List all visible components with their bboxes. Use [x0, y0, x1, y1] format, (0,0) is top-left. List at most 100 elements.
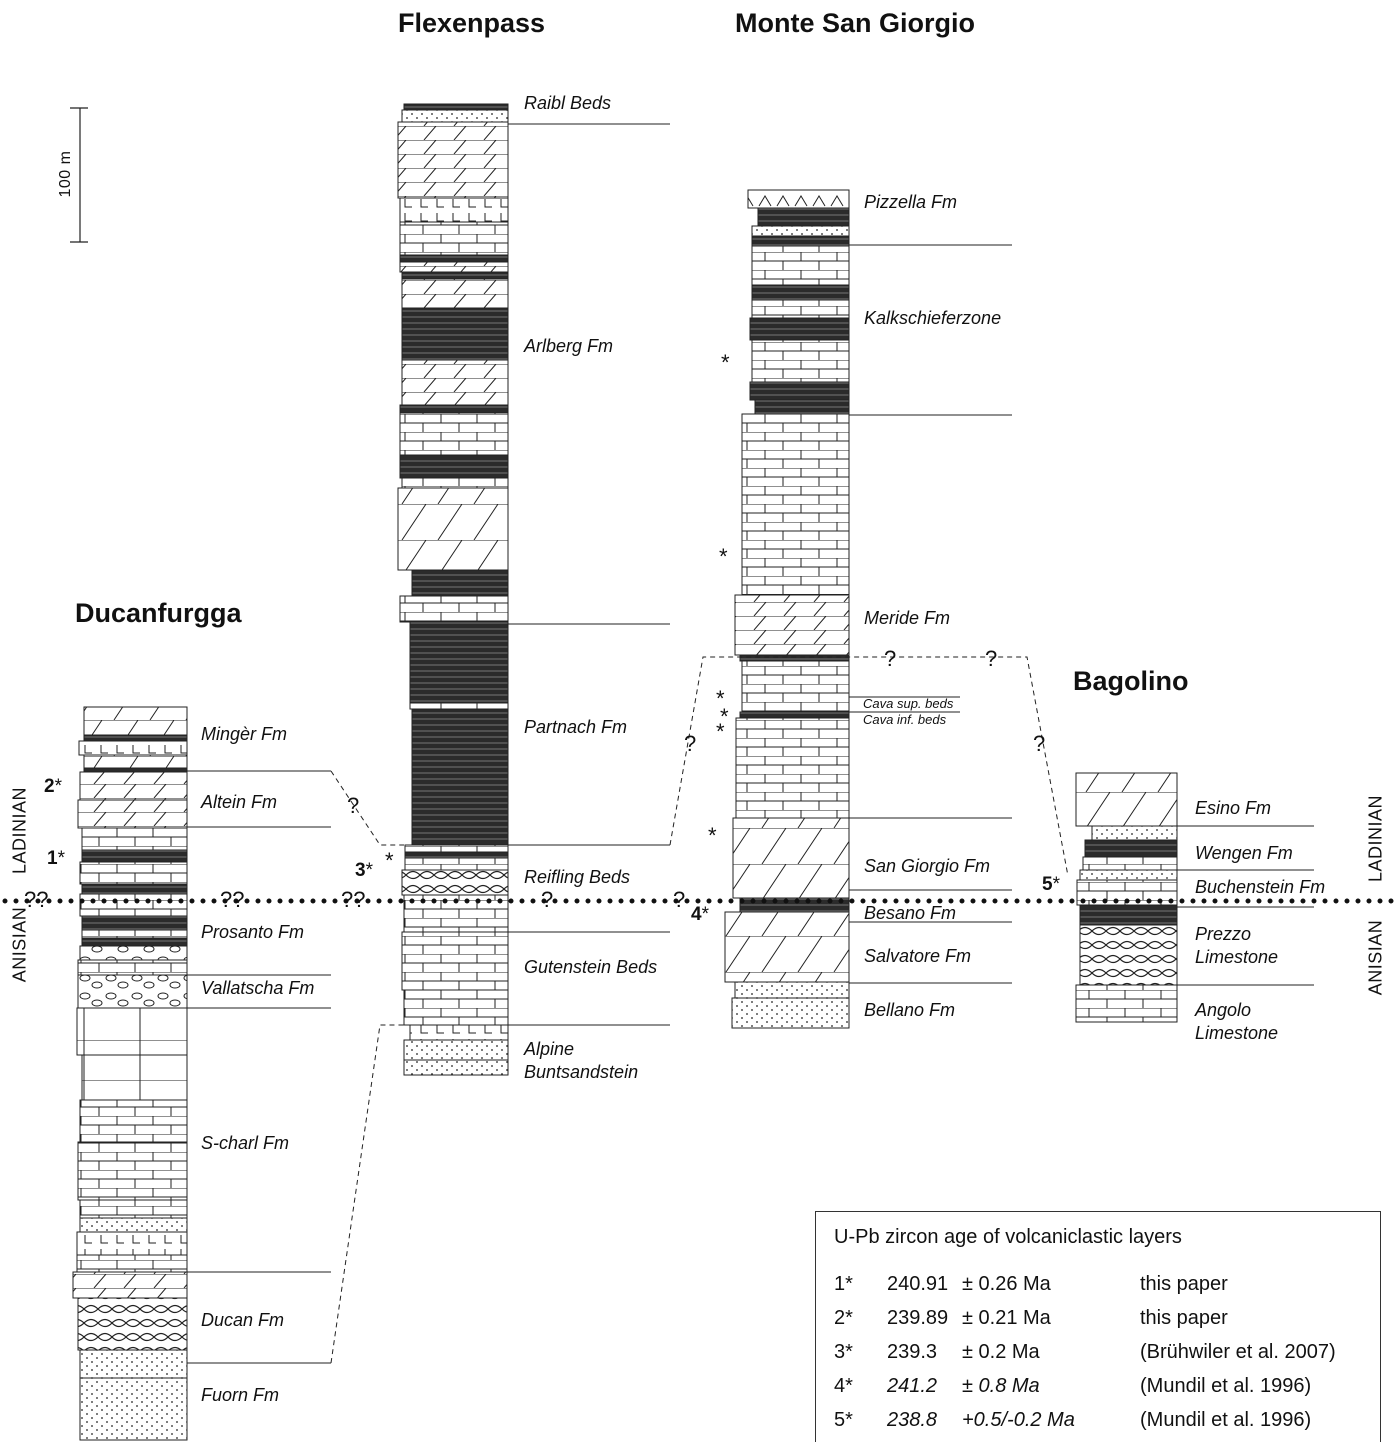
- section-title-ducanfurgga: Ducanfurgga: [75, 598, 242, 628]
- formation-label: Wengen Fm: [1195, 843, 1293, 863]
- lithology-bed: [1079, 869, 1178, 881]
- lithology-bed: [81, 915, 188, 931]
- formation-label: San Giorgio Fm: [864, 856, 991, 876]
- formation-label: Gutenstein Beds: [524, 957, 658, 977]
- correlation-question-mark: ?: [985, 646, 998, 671]
- lithology-bed: [399, 404, 509, 414]
- lithology-bed: [83, 754, 188, 769]
- lithology-bed: [739, 897, 850, 913]
- lithology-bed: [79, 945, 188, 961]
- lithology-bed: [739, 711, 850, 719]
- lithology-bed: [72, 1271, 188, 1299]
- lithology-bed: [747, 189, 850, 209]
- lithology-bed: [739, 654, 850, 662]
- formation-label: Cava sup. beds: [863, 696, 954, 711]
- formation-label: Cava inf. beds: [863, 712, 947, 727]
- formation-label: S-charl Fm: [201, 1133, 290, 1153]
- volcanic-layer-star: *: [708, 823, 717, 848]
- stage-label-anisian-left: ANISIAN: [9, 906, 30, 983]
- correlation-question-mark: ?: [684, 731, 697, 756]
- lithology-bed: [401, 278, 509, 309]
- section-title-bagolino: Bagolino: [1073, 666, 1189, 696]
- correlation-question-mark: ?: [1033, 731, 1046, 756]
- formation-label: Prosanto Fm: [201, 922, 305, 942]
- lithology-bed: [79, 771, 188, 801]
- lithology-bed: [401, 109, 509, 123]
- lithology-bed: [404, 851, 509, 859]
- lithology-bed: [79, 1099, 188, 1143]
- lithology-bed: [79, 1349, 188, 1379]
- lithology-bed: [751, 225, 850, 237]
- formation-label: Salvatore Fm: [864, 946, 972, 966]
- lithology-bed: [409, 702, 509, 710]
- lithology-bed: [81, 929, 188, 939]
- volcanic-layer-star: *: [721, 350, 730, 375]
- lithology-bed: [751, 339, 850, 383]
- lithology-bed: [724, 911, 850, 983]
- boundary-question-mark: ??: [341, 887, 366, 912]
- lithology-bed: [401, 869, 509, 896]
- volcanic-layer-star: *: [720, 704, 729, 729]
- lithology-bed: [79, 861, 188, 885]
- correlation-question-mark: ?: [347, 793, 360, 818]
- lithology-bed: [749, 317, 850, 341]
- lithology-bed: [399, 261, 509, 273]
- layer-marker-1: 1*: [47, 848, 65, 869]
- boundary-question-mark: ?: [673, 887, 686, 912]
- lithology-bed: [751, 299, 850, 319]
- lithology-bed: [81, 1054, 188, 1101]
- lithology-bed: [741, 660, 850, 713]
- lithology-bed: [411, 708, 509, 846]
- lithology-bed: [751, 245, 850, 286]
- boundary-question-mark: ??: [24, 887, 49, 912]
- lithology-bed: [81, 849, 188, 863]
- formation-label: Esino Fm: [1195, 798, 1272, 818]
- lithology-bed: [751, 235, 850, 247]
- lithology-bed: [399, 221, 509, 256]
- lithology-bed: [1091, 825, 1178, 841]
- lithology-bed: [401, 307, 509, 361]
- lithology-bed: [76, 1007, 188, 1056]
- lithology-bed: [399, 412, 509, 456]
- lithology-bed: [757, 207, 850, 227]
- layer-marker-4: 4*: [691, 904, 709, 925]
- stage-label-anisian-right: ANISIAN: [1365, 919, 1386, 996]
- formation-label: Fuorn Fm: [201, 1385, 280, 1405]
- lithology-bed: [404, 844, 509, 853]
- lithology-bed: [403, 103, 509, 111]
- lithology-bed: [734, 594, 850, 656]
- lithology-bed: [81, 827, 188, 851]
- correlation-dashed-line: [330, 770, 404, 846]
- formation-label: Partnach Fm: [524, 717, 628, 737]
- formation-label: Reifling Beds: [524, 867, 631, 887]
- formation-label: Alpine Buntsandstein: [524, 1039, 639, 1082]
- volcanic-layer-star: *: [385, 848, 394, 873]
- lithology-bed: [79, 893, 188, 917]
- formation-label: Besano Fm: [864, 903, 957, 923]
- formation-label: Ducan Fm: [201, 1310, 285, 1330]
- stage-label-ladinian-left: LADINIAN: [9, 786, 30, 875]
- formation-label: Prezzo Limestone: [1195, 924, 1279, 967]
- lithology-bed: [403, 1059, 509, 1076]
- legend-title: U-Pb zircon age of volcaniclastic layers: [834, 1226, 1182, 1248]
- lithology-bed: [399, 254, 509, 263]
- lithology-bed: [409, 621, 509, 704]
- lithology-bed: [1084, 839, 1178, 858]
- correlation-question-mark: ?: [884, 646, 897, 671]
- lithology-bed: [397, 487, 509, 571]
- lithology-bed: [83, 734, 188, 742]
- lithology-bed: [403, 989, 509, 1026]
- lithology-bed: [399, 197, 509, 223]
- formation-label: Angolo Limestone: [1195, 1000, 1279, 1043]
- lithology-bed: [411, 569, 509, 597]
- lithology-bed: [76, 1254, 188, 1273]
- layer-marker-2: 2*: [44, 776, 62, 797]
- lithology-bed: [77, 1297, 188, 1351]
- lithology-bed: [404, 857, 509, 871]
- section-title-flexenpass: Flexenpass: [398, 8, 546, 38]
- formation-label: Raibl Beds: [524, 93, 612, 113]
- lithology-bed: [401, 271, 509, 280]
- lithology-bed: [734, 981, 850, 999]
- lithology-bed: [77, 959, 188, 976]
